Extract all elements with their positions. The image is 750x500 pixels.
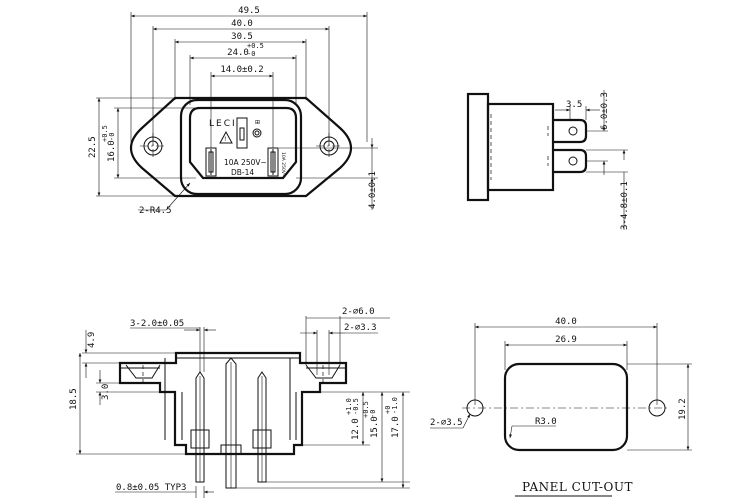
svg-text:⊞: ⊞ <box>255 119 260 126</box>
side-flange <box>466 92 490 202</box>
side-body <box>486 102 555 192</box>
cutout-outline <box>503 362 629 452</box>
dim-opening-height-tol: +0.5 <box>101 125 109 142</box>
panel-cutout-view: 40.0 26.9 19.2 2-⌀3.5 R3.0 PANEL CUT-OUT <box>430 317 692 497</box>
dim-body-width: 30.5 <box>231 32 253 42</box>
cert-mark-label: 10A 250V~ <box>280 152 286 178</box>
dim-opening-height: 16.0 <box>107 140 117 162</box>
dim-pin-length-b-tol2: -0 <box>369 410 377 418</box>
rating-label: 10A 250V~ <box>224 158 267 167</box>
socket-flange <box>129 96 353 198</box>
dim-hole-dia-2: 2-⌀3.3 <box>344 323 377 333</box>
dim-pin-length-c: 17.0 <box>391 416 401 438</box>
warning-triangle-icon <box>219 130 233 144</box>
pin-left <box>205 147 217 177</box>
dim-hole-spacing: 40.0 <box>231 19 253 29</box>
bottom-view: 3-2.0±0.05 2-⌀6.0 2-⌀3.3 4.9 18.5 3.0 <box>69 307 410 498</box>
dim-pin-length-a: 12.0 <box>351 418 361 440</box>
dim-pin-thickness: 3-2.0±0.05 <box>130 319 184 329</box>
side-view: 3.5 6.0±0.3 3-4.8±0.1 <box>466 90 630 230</box>
dim-terminal-height: 3-4.8±0.1 <box>620 181 630 230</box>
dim-hole-dia: 2-⌀6.0 <box>342 307 375 317</box>
pin-right <box>267 147 279 177</box>
dim-radius: 2-R4.5 <box>139 206 172 216</box>
model-label: DB-14 <box>231 168 254 177</box>
brand-label: LECI <box>209 119 237 129</box>
dim-cutout-width: 26.9 <box>555 335 577 345</box>
dim-pin-length-b: 15.0 <box>370 416 380 438</box>
dim-opening-width-tol: +0.5 <box>247 42 264 50</box>
ground-symbol-icon <box>252 128 262 138</box>
front-view: 49.5 40.0 30.5 24.0 +0.5 -0 14.0±0.2 LEC… <box>88 6 378 216</box>
dim-pin-offset: 4.0±0.1 <box>368 171 378 209</box>
dim-pin-length-a-tol: +1.0 <box>345 398 353 415</box>
dim-opening-width-tol2: -0 <box>247 50 255 58</box>
dim-corner-radius: R3.0 <box>535 417 557 427</box>
dim-pin-length-a-tol2: -0.5 <box>352 398 360 415</box>
dim-total-height: 18.5 <box>69 388 79 410</box>
dim-pin-width: 0.8±0.05 TYP3 <box>116 483 186 493</box>
dim-pin-length-b-tol: +0.5 <box>362 401 370 418</box>
dim-opening-height-tol2: -0 <box>108 133 116 141</box>
dim-overall-width: 49.5 <box>238 6 260 16</box>
dim-pin-spacing: 14.0±0.2 <box>220 65 263 75</box>
dim-pin-length-c-tol: +0 <box>384 406 392 414</box>
dim-terminal-width: 3.5 <box>566 100 582 110</box>
dim-opening-width: 24.0 <box>227 48 249 58</box>
panel-cutout-title: PANEL CUT-OUT <box>522 480 633 494</box>
dim-flange-height: 3.0 <box>101 384 111 400</box>
dim-pin-length-c-tol2: -1.0 <box>391 397 399 414</box>
svg-text:!: ! <box>224 136 226 143</box>
dim-terminal-spacing: 6.0±0.3 <box>600 92 610 130</box>
dim-cutout-hole-spacing: 40.0 <box>555 317 577 327</box>
dim-cutout-hole-dia: 2-⌀3.5 <box>430 418 463 428</box>
dim-flange-thickness: 4.9 <box>87 332 97 348</box>
pin-b <box>225 357 237 489</box>
dim-overall-height: 22.5 <box>88 136 98 158</box>
pin-earth <box>236 117 248 149</box>
dim-cutout-height: 19.2 <box>678 398 688 420</box>
socket-opening <box>188 106 298 180</box>
